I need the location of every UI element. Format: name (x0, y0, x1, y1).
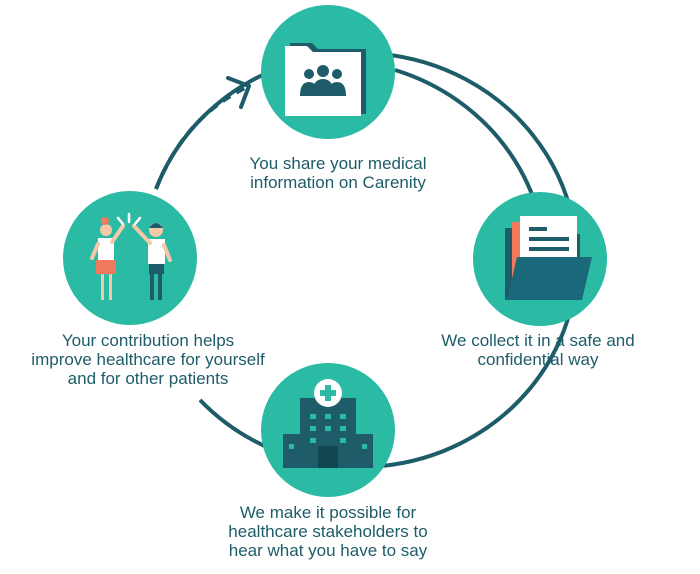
step-3-label-line: We make it possible for (239, 503, 417, 522)
step-2-label-line: confidential way (477, 350, 599, 369)
step-1-label-line: You share your medical (249, 154, 427, 173)
step-3-label-line: hear what you have to say (228, 541, 428, 560)
step-3-stakeholders-node (261, 363, 395, 497)
step-4-circle (63, 191, 197, 325)
open-folder-document-icon (505, 216, 592, 300)
dashed-arrow-head-icon (226, 76, 251, 109)
dashed-arrow-line (154, 86, 246, 190)
community-folder-icon (285, 43, 366, 116)
step-4-label: Your contribution helps improve healthca… (31, 331, 264, 388)
step-4-label-line: improve healthcare for yourself (31, 350, 265, 369)
step-1-share-node (261, 5, 395, 139)
step-1-label: You share your medical information on Ca… (249, 154, 426, 192)
step-3-label-line: healthcare stakeholders to (228, 522, 428, 541)
hospital-icon (283, 379, 373, 468)
step-3-label: We make it possible for healthcare stake… (228, 503, 427, 560)
step-1-label-line: information on Carenity (250, 173, 426, 192)
step-4-contribution-node (63, 191, 197, 325)
step-2-label: We collect it in a safe and confidential… (441, 331, 634, 369)
step-2-collect-node (473, 192, 607, 326)
step-4-label-line: Your contribution helps (61, 331, 235, 350)
step-2-label-line: We collect it in a safe and (441, 331, 635, 350)
high-five-people-icon (90, 212, 172, 300)
step-4-label-line: and for other patients (67, 369, 229, 388)
